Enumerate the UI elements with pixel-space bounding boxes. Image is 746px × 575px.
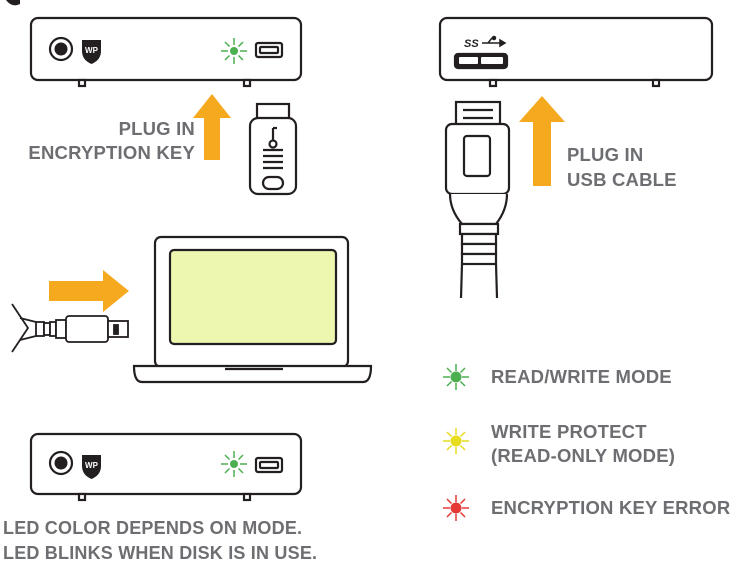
arrow-right-laptop xyxy=(49,270,129,312)
usb-ss-logo-icon xyxy=(482,35,507,48)
arrow-up-usb-cable xyxy=(519,96,565,186)
laptop xyxy=(132,235,373,384)
label-line: PLUG IN xyxy=(118,118,195,139)
drive-device-top xyxy=(29,16,303,88)
label-line: PLUG IN xyxy=(567,144,644,165)
legend-label: READ/WRITE MODE xyxy=(491,366,672,387)
footer-line: LED COLOR DEPENDS ON MODE. xyxy=(3,518,303,538)
legend-write-protect: WRITE PROTECT (READ-ONLY MODE) xyxy=(491,420,675,468)
legend-read-write: READ/WRITE MODE xyxy=(491,365,672,389)
power-button-icon xyxy=(48,450,74,476)
label-line: USB CABLE xyxy=(567,169,677,190)
wp-shield-icon xyxy=(82,455,101,479)
footer-note: LED COLOR DEPENDS ON MODE. LED BLINKS WH… xyxy=(3,516,317,566)
wp-logo-text: WP xyxy=(85,46,99,55)
legend-label: WRITE PROTECT xyxy=(491,421,647,442)
usb-ss-logo-text: SS xyxy=(464,38,479,50)
legend-label: (READ-ONLY MODE) xyxy=(491,445,676,466)
red-led-icon xyxy=(442,494,470,522)
mini-usb-port-icon xyxy=(254,41,284,59)
legend-label: ENCRYPTION KEY ERROR xyxy=(491,497,731,518)
green-led-icon xyxy=(442,363,470,391)
status-led-icon xyxy=(220,37,248,65)
footer-line: LED BLINKS WHEN DISK IS IN USE. xyxy=(3,543,318,563)
wp-shield-icon xyxy=(82,40,101,64)
partial-top-icon xyxy=(6,0,20,6)
drive-device-bottom xyxy=(29,432,303,502)
key-icon xyxy=(268,126,278,149)
yellow-led-icon xyxy=(442,427,470,455)
mini-usb-port-icon xyxy=(254,456,284,474)
label-plug-in-usb-cable: PLUG IN USB CABLE xyxy=(567,142,677,192)
usb-cable-laptop xyxy=(11,303,129,353)
wp-logo-text: WP xyxy=(85,461,99,470)
laptop-screen xyxy=(168,248,338,346)
status-led-icon xyxy=(220,450,248,478)
label-plug-in-encryption-key: PLUG IN ENCRYPTION KEY xyxy=(28,117,195,165)
power-button-icon xyxy=(48,36,74,62)
arrow-up-encryption-key xyxy=(193,94,231,160)
usb-cable-plug xyxy=(444,100,511,299)
legend-encryption-key-error: ENCRYPTION KEY ERROR xyxy=(491,496,730,520)
label-line: ENCRYPTION KEY xyxy=(28,142,195,163)
encryption-key-dongle xyxy=(248,102,298,196)
drive-device-usb3 xyxy=(438,16,714,88)
